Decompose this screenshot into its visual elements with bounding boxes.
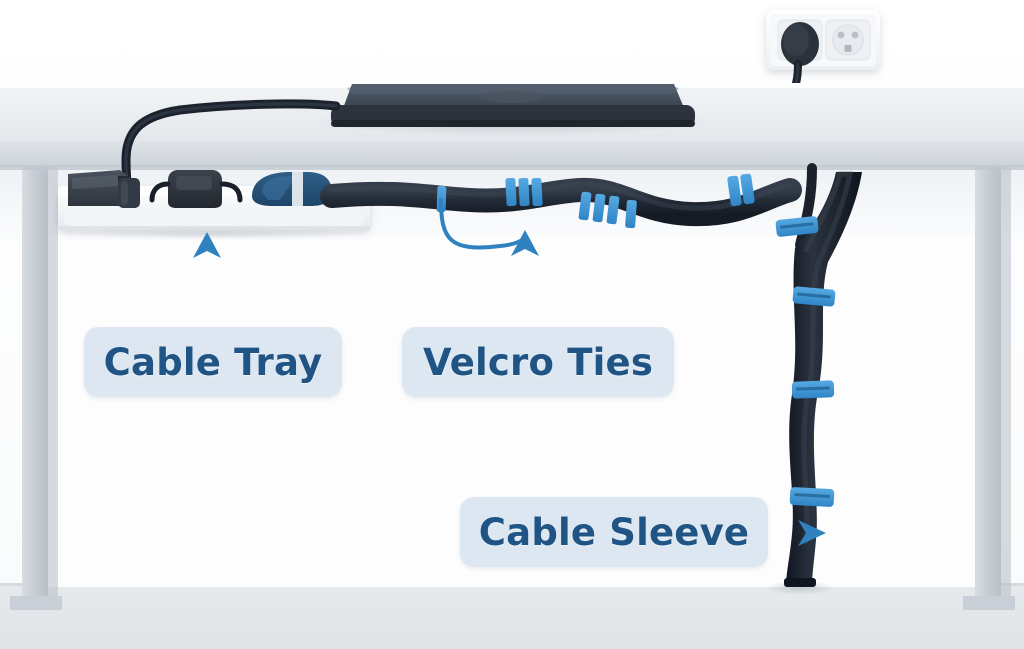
label-cable-sleeve[interactable]: Cable Sleeve (460, 497, 768, 567)
velcro-tie (606, 195, 620, 225)
desk-drop-cable (795, 163, 817, 250)
callout-curve-velcro (439, 198, 527, 250)
cable-sleeve (764, 171, 862, 595)
outlet-plug (781, 22, 819, 66)
label-velcro-ties-text: Velcro Ties (422, 340, 654, 384)
velcro-band (775, 216, 819, 237)
floor (0, 583, 1024, 649)
desk-edge-lip (0, 165, 1024, 170)
desk-edge (0, 141, 1024, 167)
velcro-tie (578, 191, 592, 221)
velcro-tie (592, 193, 606, 223)
velcro-tie (531, 177, 543, 207)
velcro-band (791, 380, 835, 399)
laptop (331, 84, 695, 127)
outlet-socket-right (825, 19, 871, 61)
velcro-tie (625, 199, 637, 229)
callout-arrow-cable-sleeve (768, 520, 826, 546)
strip-plug (118, 178, 140, 208)
velcro-tie (740, 173, 755, 205)
velcro-band (789, 487, 835, 507)
desk-leg-right (963, 150, 1015, 610)
cable-bundle (320, 177, 802, 227)
power-brick (149, 170, 243, 208)
callout-arrow-velcro-ties (439, 198, 539, 325)
velcro-band (792, 286, 836, 307)
velcro-tie (727, 175, 742, 207)
velcro-tie (518, 177, 530, 207)
velcro-band-group-sleeve (775, 216, 836, 507)
label-cable-tray-text: Cable Tray (103, 340, 323, 384)
desk-leg-left (10, 150, 62, 610)
callout-arrow-cable-tray (193, 232, 221, 325)
wall-outlet (766, 10, 880, 70)
velcro-tie (505, 177, 517, 207)
label-velcro-ties[interactable]: Velcro Ties (402, 327, 674, 397)
coiled-cable-wrap (252, 170, 332, 208)
label-cable-tray[interactable]: Cable Tray (84, 327, 342, 397)
velcro-tie-group-horizontal (436, 173, 755, 229)
label-cable-sleeve-text: Cable Sleeve (478, 510, 750, 554)
laptop-lid-notch (480, 91, 544, 103)
